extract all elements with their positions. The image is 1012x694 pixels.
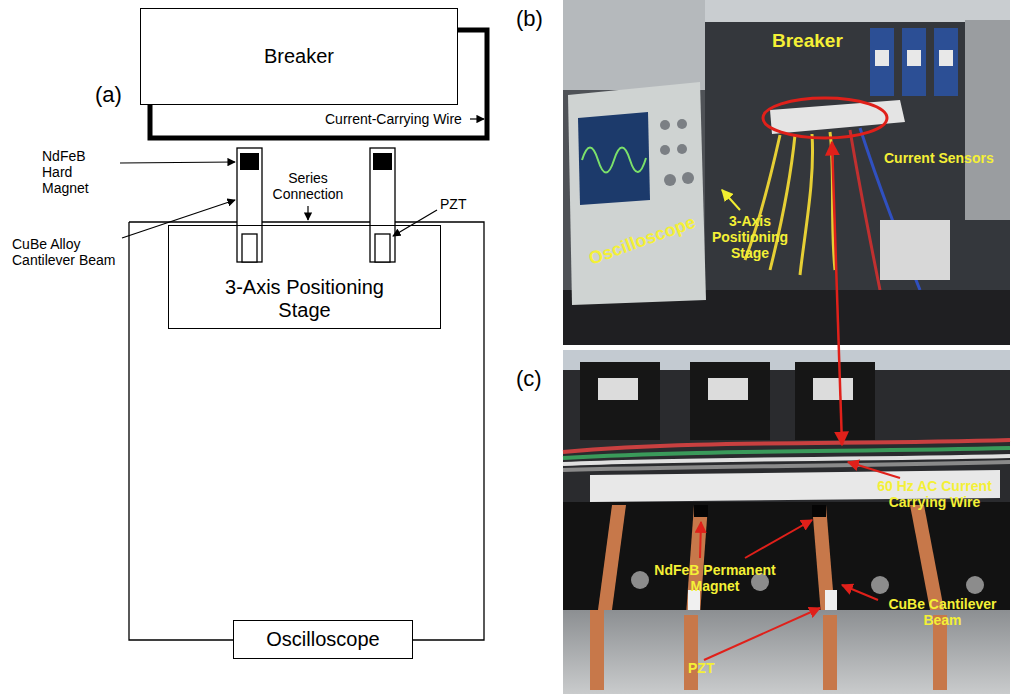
leader-lines [120, 119, 484, 238]
oscilloscope-box: Oscilloscope [233, 620, 413, 659]
photo-c [563, 142, 1010, 694]
part-label: PZT [440, 196, 480, 212]
box-text: 3-Axis Positioning Stage [217, 276, 392, 322]
photo-label: 60 Hz AC Current Carrying Wire [862, 478, 1007, 510]
part-label: CuBe Alloy Cantilever Beam [12, 236, 124, 268]
photo-label: Current Sensors [884, 150, 1008, 166]
positioning-stage-box: 3-Axis Positioning Stage [168, 225, 441, 329]
photo-label: PZT [688, 660, 738, 676]
part-label: Current-Carrying Wire [325, 111, 470, 127]
part-label: Series Connection [266, 170, 350, 202]
photo-label: NdFeB Permanent Magnet [650, 562, 780, 594]
photo-label: CuBe Cantilever Beam [880, 596, 1005, 628]
box-text: Breaker [264, 45, 334, 68]
photo-label: 3-Axis Positioning Stage [700, 213, 800, 261]
photo-label: Breaker [772, 30, 862, 52]
cantilever-beams [237, 148, 395, 262]
current-wire [150, 30, 487, 138]
photo-b [563, 0, 1010, 345]
part-label: NdFeB Hard Magnet [42, 148, 118, 196]
circuit-wire [129, 222, 484, 640]
panel-label: (b) [516, 6, 561, 31]
panel-label: (a) [95, 82, 140, 107]
panel-label: (c) [516, 366, 561, 391]
breaker-box: Breaker [140, 8, 458, 105]
box-text: Oscilloscope [266, 628, 379, 651]
